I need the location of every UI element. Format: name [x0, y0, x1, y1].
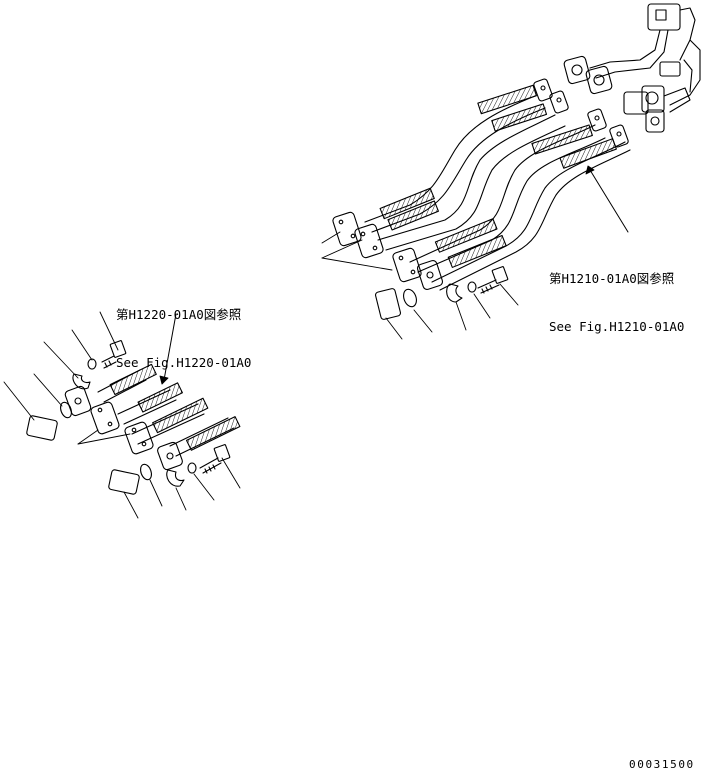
reference-note-left-en: See Fig.H1220-01A0	[116, 355, 252, 370]
reference-note-left: 第H1220-01A0図参照 See Fig.H1220-01A0	[116, 275, 251, 403]
drawing-number: 00031500	[629, 758, 695, 771]
bolt-right	[477, 266, 509, 294]
washer-right	[467, 281, 477, 293]
exploded-parts-left-lower	[108, 444, 231, 495]
leader-lines-right	[321, 165, 629, 340]
protector-sleeves-right	[379, 84, 617, 268]
left-hose-assembly	[3, 311, 241, 519]
reference-note-left-jp: 第H1220-01A0図参照	[116, 307, 242, 322]
split-flange-right	[446, 283, 463, 303]
o-ring-right	[403, 288, 417, 308]
reference-note-right: 第H1210-01A0図参照 See Fig.H1210-01A0	[549, 239, 684, 367]
flange-ends-top-right	[533, 78, 629, 148]
right-hose-assembly	[321, 3, 701, 340]
reference-note-right-en: See Fig.H1210-01A0	[549, 319, 685, 334]
flange-ends-left	[332, 211, 444, 290]
protector-sleeves-left	[109, 363, 241, 451]
reference-note-right-jp: 第H1210-01A0図参照	[549, 271, 675, 286]
valve-block-assembly	[563, 3, 701, 133]
flange-ends-left-assembly	[64, 385, 183, 471]
cover-plate-right	[374, 288, 402, 320]
leader-lines-left	[3, 311, 241, 519]
hose-run-middle	[377, 114, 566, 251]
exploded-parts-right	[374, 266, 509, 320]
exploded-parts-left-upper	[26, 340, 127, 441]
